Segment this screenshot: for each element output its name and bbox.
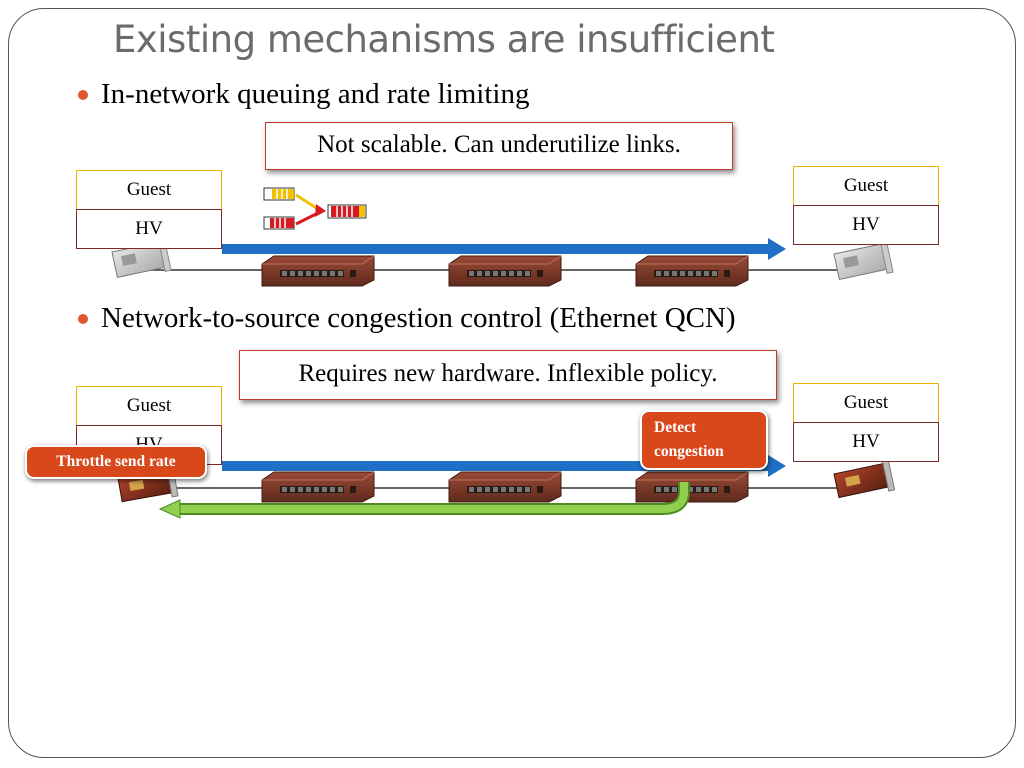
flow-arrow-icon xyxy=(222,238,786,260)
network-switch-icon xyxy=(635,255,749,287)
network-switch-icon xyxy=(448,471,562,503)
right-hv-box: HV xyxy=(793,422,939,462)
bullet-dot-icon xyxy=(78,90,88,100)
right-hv-box: HV xyxy=(793,205,939,245)
right-guest-box: Guest xyxy=(793,166,939,206)
left-guest-box: Guest xyxy=(76,170,222,210)
network-switch-icon xyxy=(635,471,749,503)
network-switch-icon xyxy=(261,255,375,287)
left-guest-box: Guest xyxy=(76,386,222,426)
network-switch-icon xyxy=(448,255,562,287)
right-guest-box: Guest xyxy=(793,383,939,423)
detect-congestion-label: Detect congestion xyxy=(640,410,768,470)
flow-arrow-icon xyxy=(222,455,786,477)
bullet-text: Network-to-source congestion control (Et… xyxy=(101,302,736,334)
merge-arrow-icon xyxy=(295,193,326,226)
queue-icon xyxy=(327,204,367,219)
queue-icon xyxy=(263,216,295,230)
network-switch-icon xyxy=(261,471,375,503)
network-card-icon xyxy=(833,238,894,281)
feedback-arrow-icon xyxy=(158,482,690,519)
slide-title: Existing mechanisms are insufficient xyxy=(113,18,775,61)
network-card-icon xyxy=(833,457,896,499)
queue-icon xyxy=(263,187,295,201)
left-hv-box: HV xyxy=(76,209,222,249)
bullet-text: In-network queuing and rate limiting xyxy=(101,78,530,110)
callout-requires-hardware: Requires new hardware. Inflexible policy… xyxy=(239,350,777,400)
bullet-dot-icon xyxy=(78,314,88,324)
callout-not-scalable: Not scalable. Can underutilize links. xyxy=(265,122,733,170)
throttle-send-rate-label: Throttle send rate xyxy=(25,445,207,479)
